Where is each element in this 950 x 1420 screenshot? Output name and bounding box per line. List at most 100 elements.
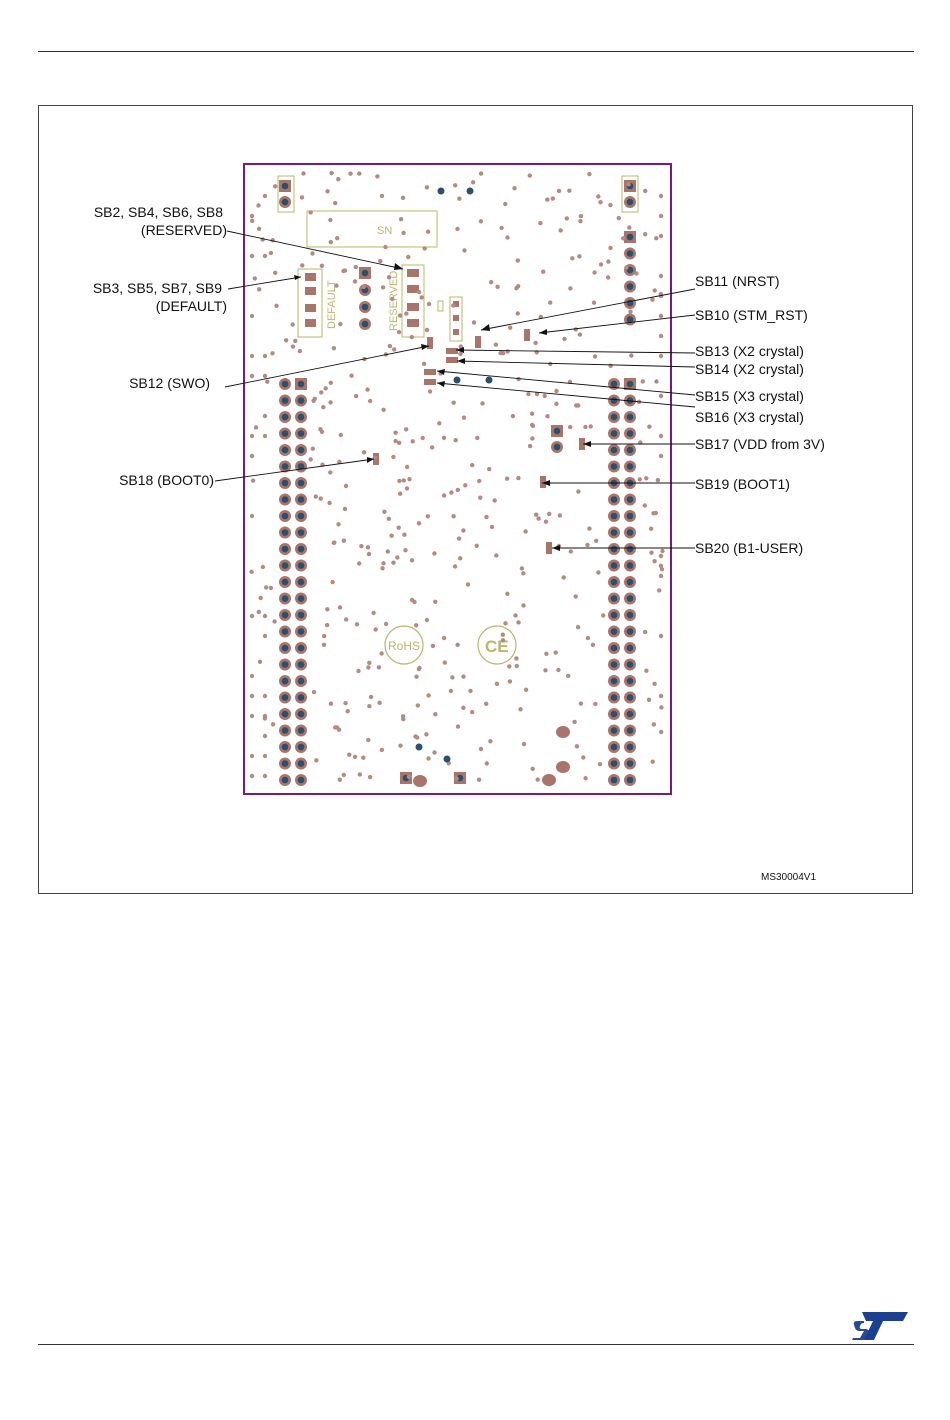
pin-hole [298,546,305,553]
via [454,776,458,780]
via [359,544,363,548]
pin-hole [627,283,634,290]
pin-hole [611,463,618,470]
pin-hole [298,496,305,503]
pin-hole [282,694,289,701]
via [390,297,394,301]
via [534,513,538,517]
via [250,514,254,518]
via [336,522,340,526]
via [499,226,503,230]
pin-hole [282,612,289,619]
via [284,338,288,342]
via [271,722,275,726]
via [398,492,402,496]
via [386,549,390,553]
via [488,739,492,743]
label-sb18: SB18 (BOOT0) [119,472,214,488]
via [523,529,527,533]
via [343,701,347,705]
via [250,674,254,678]
via [547,512,551,516]
via [495,682,499,686]
via [522,742,526,746]
via [334,283,338,287]
via [608,203,612,207]
via [598,200,602,204]
via [442,436,446,440]
pin-hole [282,645,289,652]
pin-hole [298,744,305,751]
pin-hole [282,199,289,206]
via [355,622,359,626]
via [259,596,263,600]
via [421,436,425,440]
via [410,335,414,339]
via [310,251,314,255]
pin-hole [298,678,305,685]
slot-pad [556,761,570,773]
via [250,774,254,778]
via [272,619,276,623]
via [516,311,520,315]
via [258,660,262,664]
via [329,381,333,385]
slot-pad [542,774,556,786]
via [650,298,654,302]
via [647,698,651,702]
via [551,196,555,200]
via [393,439,397,443]
via [344,617,348,621]
via [398,313,402,317]
via [533,341,537,345]
via [401,196,405,200]
via [402,533,406,537]
via [405,486,409,490]
via [344,484,348,488]
via [453,183,457,187]
via [393,431,397,435]
via [263,354,267,358]
via [659,314,663,318]
pin-hole [282,480,289,487]
via [433,712,437,716]
via [457,536,461,540]
via [264,585,268,589]
pin-hole [627,628,634,635]
pin-hole [611,777,618,784]
via [433,600,437,604]
via [425,618,429,622]
label-sb2-group: SB2, SB4, SB6, SB8 [94,204,223,220]
via [353,755,357,759]
via [638,477,642,481]
via [577,254,581,258]
hole [467,188,474,195]
via [505,235,509,239]
via [454,438,458,442]
via [318,427,322,431]
via [601,613,605,617]
via [250,214,254,218]
via [403,548,407,552]
via [501,638,505,642]
label-sb12: SB12 (SWO) [129,375,210,391]
via [659,454,663,458]
via [442,636,446,640]
via [325,607,329,611]
via [250,454,254,458]
via [263,774,267,778]
via [293,339,297,343]
via [659,354,663,358]
pin-hole [627,678,634,685]
via [572,720,576,724]
via [596,194,600,198]
via [652,559,656,563]
via [257,610,261,614]
via [544,652,548,656]
via [643,503,647,507]
via [589,424,593,428]
figure-id: MS30004V1 [761,872,816,883]
via [342,539,346,543]
via [387,517,391,521]
via [250,314,254,318]
